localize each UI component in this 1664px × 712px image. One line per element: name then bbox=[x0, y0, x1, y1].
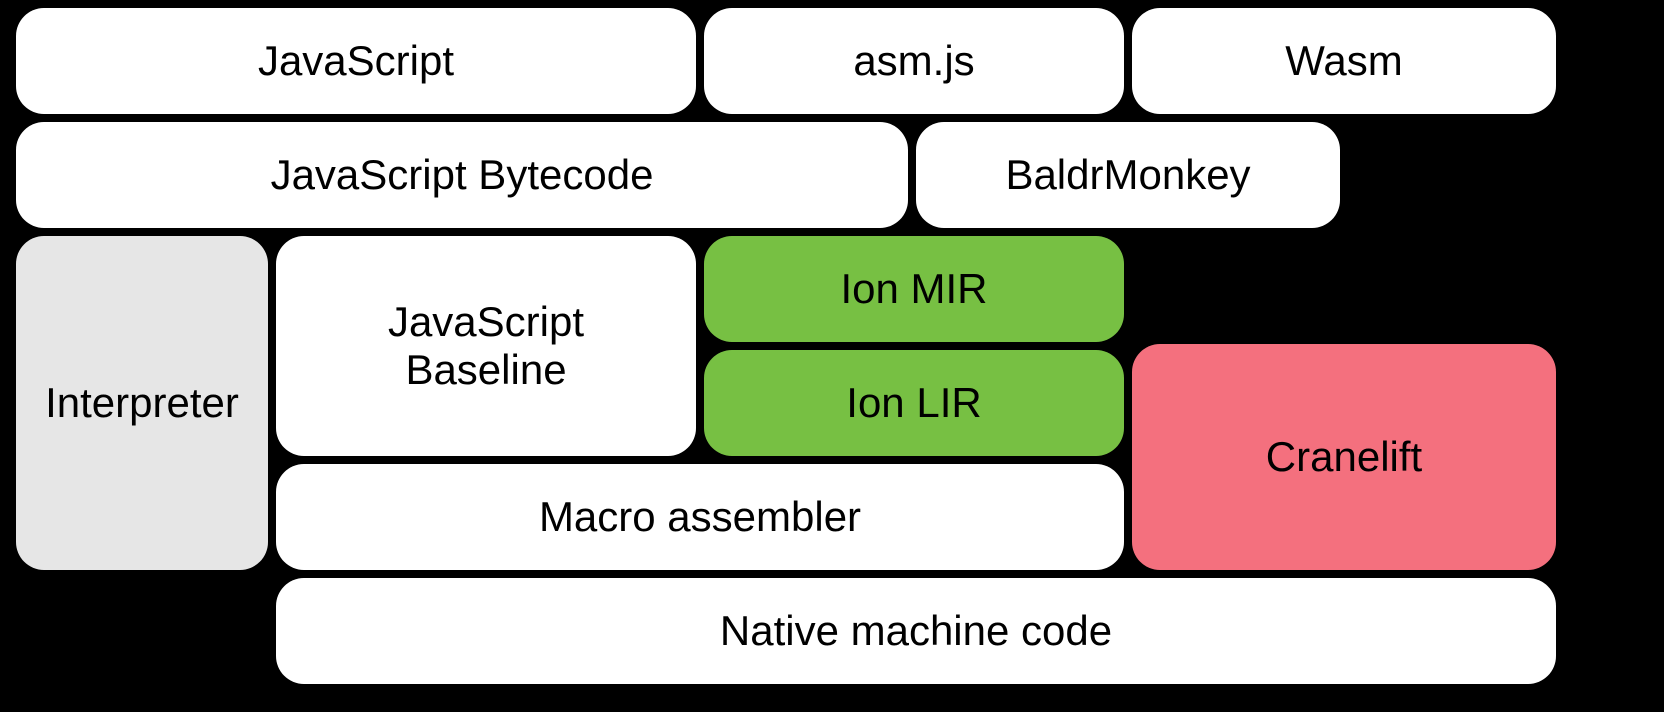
node-macro-assembler: Macro assembler bbox=[276, 464, 1124, 570]
node-javascript-baseline: JavaScript Baseline bbox=[276, 236, 696, 456]
node-javascript-bytecode: JavaScript Bytecode bbox=[16, 122, 908, 228]
node-wasm: Wasm bbox=[1132, 8, 1556, 114]
node-javascript: JavaScript bbox=[16, 8, 696, 114]
node-ion-lir: Ion LIR bbox=[704, 350, 1124, 456]
node-interpreter: Interpreter bbox=[16, 236, 268, 570]
node-cranelift: Cranelift bbox=[1132, 344, 1556, 570]
node-native-machine-code: Native machine code bbox=[276, 578, 1556, 684]
node-ion-mir: Ion MIR bbox=[704, 236, 1124, 342]
node-asmjs: asm.js bbox=[704, 8, 1124, 114]
node-baldrmonkey: BaldrMonkey bbox=[916, 122, 1340, 228]
